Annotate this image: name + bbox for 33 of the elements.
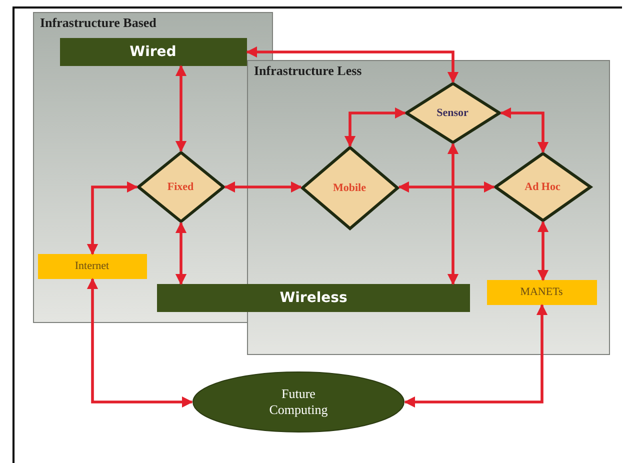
node-label: Wired [130, 44, 176, 60]
node-label: Sensor [436, 106, 468, 118]
double-arrow [398, 181, 496, 193]
double-arrow [500, 107, 549, 154]
double-arrow [404, 304, 548, 408]
double-arrow [447, 142, 459, 286]
decision-diamond [494, 152, 592, 222]
panel-heading: Infrastructure Less [254, 63, 362, 79]
decision-diamond [404, 82, 500, 144]
double-arrow [86, 278, 194, 408]
decision-diamond [300, 146, 398, 230]
label-box [38, 254, 146, 278]
decision-diamond [136, 150, 224, 222]
node-label: Ad Hoc [524, 180, 560, 192]
node-label: Wireless [280, 290, 348, 306]
category-bar [157, 284, 470, 312]
node-label: Fixed [167, 180, 194, 192]
double-arrow [537, 220, 549, 282]
node-label: Future Computing [268, 386, 329, 418]
node-label: MANETs [520, 286, 563, 298]
panel-heading: Infrastructure Based [40, 15, 156, 31]
node-label: Internet [74, 260, 110, 272]
double-arrow [175, 64, 187, 152]
double-arrow [175, 222, 187, 286]
group-panel [247, 60, 610, 355]
node-label: Mobile [333, 182, 366, 194]
category-bar [60, 38, 246, 66]
double-arrow [246, 46, 459, 84]
ellipse-node [192, 371, 405, 433]
double-arrow [344, 107, 406, 148]
label-box [486, 280, 596, 304]
double-arrow [224, 181, 302, 193]
double-arrow [86, 181, 138, 256]
